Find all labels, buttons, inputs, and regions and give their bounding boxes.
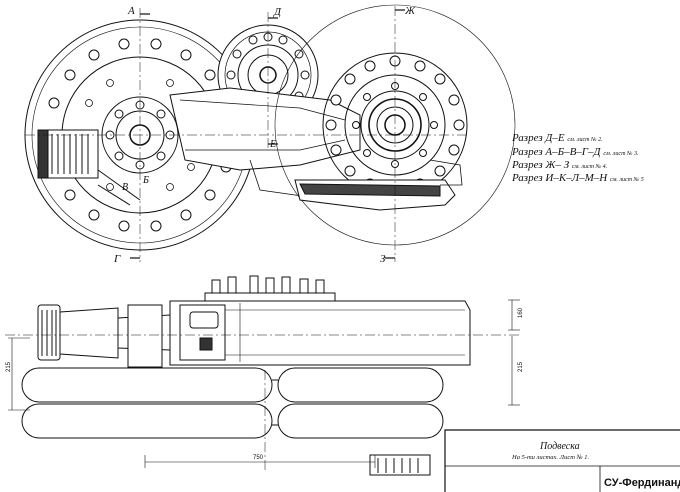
bogie-body <box>169 300 471 366</box>
plan-view <box>5 275 520 476</box>
title-block-title: Подвеска <box>539 441 580 452</box>
cut-label-v: В <box>122 182 128 193</box>
title-block-subtitle: На 5-ти листах. Лист № 1. <box>511 454 590 461</box>
cut-label-zh: Ж <box>404 5 416 17</box>
title-block <box>444 429 680 492</box>
cut-label-a: А <box>127 5 135 17</box>
cut-label-g: Г <box>113 253 121 265</box>
section-ref-4: Разрез И–К–Л–М–Н см. лист № 5 <box>511 172 644 184</box>
section-cut-markers <box>130 9 405 259</box>
section-ref-2: Разрез А–Б–В–Г–Д см. лист № 3. <box>511 146 639 158</box>
dimension-length: 750 <box>253 455 264 461</box>
cut-label-d: Д <box>273 6 282 18</box>
section-references: Разрез Д–Е см. лист № 2. Разрез А–Б–В–Г–… <box>511 132 644 184</box>
bogie-bracket <box>294 159 463 211</box>
left-end-housing <box>37 129 141 206</box>
centerlines <box>25 6 470 262</box>
section-ref-3: Разрез Ж– З см. лист № 4. <box>511 159 607 171</box>
dimension-height-right: 215 <box>518 361 524 372</box>
right-hub-stub <box>369 454 431 476</box>
top-bolt-flange <box>204 275 336 302</box>
dimension-height-top: 160 <box>518 307 524 318</box>
title-block-name: СУ-Фердинанд <box>604 477 680 489</box>
left-axle-assembly <box>37 304 171 368</box>
cut-label-b: Б <box>142 175 149 186</box>
cut-label-e: Е <box>269 139 276 150</box>
cut-label-z: З <box>380 253 386 265</box>
road-wheel-tires <box>21 367 444 439</box>
side-elevation-view <box>24 4 516 262</box>
right-wheel-hub-bolts <box>352 82 438 168</box>
dimension-height-left: 215 <box>6 361 12 372</box>
section-ref-1: Разрез Д–Е см. лист № 2. <box>511 132 603 144</box>
dimension-lines <box>8 299 520 468</box>
